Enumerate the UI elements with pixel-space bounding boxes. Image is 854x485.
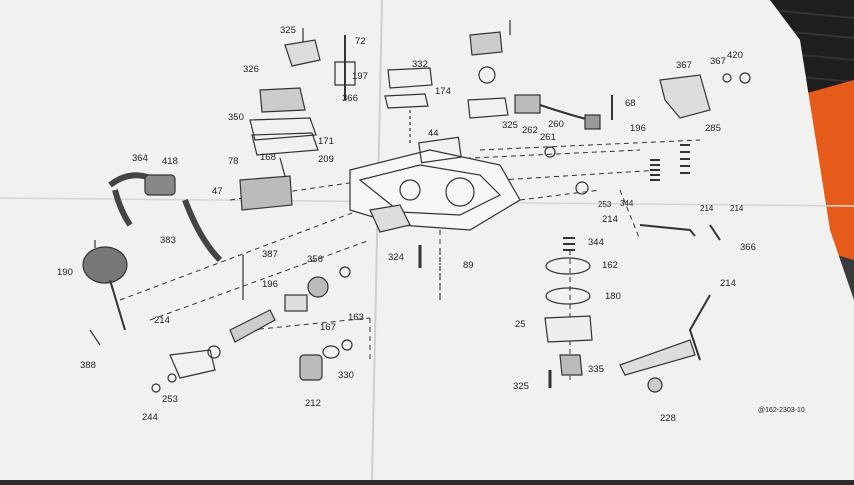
label-260: 260	[548, 119, 564, 130]
label-171: 171	[318, 136, 334, 147]
label-167: 167	[320, 322, 336, 333]
label-418: 418	[162, 156, 178, 167]
label-180: 180	[605, 291, 621, 302]
label-47: 47	[212, 186, 223, 197]
label-325a: 325	[280, 25, 296, 36]
label-214a: 214	[154, 315, 170, 326]
label-89: 89	[463, 260, 474, 271]
label-214b: 214	[602, 214, 618, 225]
label-214e: 214	[720, 278, 736, 289]
carburetor-body	[349, 136, 521, 233]
label-244: 244	[142, 412, 158, 423]
label-324: 324	[388, 252, 404, 263]
label-25: 25	[515, 319, 526, 330]
label-344b: 344	[588, 237, 604, 248]
vacuum-hoses	[108, 172, 223, 263]
throttle-sensor	[514, 94, 601, 158]
drawing-code: @162-2303-10	[758, 407, 805, 414]
needle-valve-parts	[151, 339, 353, 393]
fold-line-vertical	[371, 0, 383, 481]
label-350: 350	[228, 112, 244, 123]
top-cover-parts	[239, 28, 356, 211]
label-68: 68	[625, 98, 636, 109]
orange-cloth	[800, 80, 854, 260]
label-214d: 214	[730, 204, 744, 213]
top-gasket-parts	[384, 20, 511, 145]
label-197: 197	[352, 71, 368, 82]
label-168: 168	[260, 152, 276, 163]
label-196b: 196	[630, 123, 646, 134]
label-367a: 367	[676, 60, 692, 71]
label-330: 330	[338, 370, 354, 381]
label-383: 383	[160, 235, 176, 246]
label-261: 261	[540, 132, 556, 143]
label-344a: 344	[620, 199, 634, 208]
label-364: 364	[132, 153, 148, 164]
label-285: 285	[705, 123, 721, 134]
label-253a: 253	[162, 394, 178, 405]
label-174: 174	[435, 86, 451, 97]
label-72: 72	[355, 36, 366, 47]
label-162: 162	[602, 260, 618, 271]
label-356: 356	[307, 254, 323, 265]
right-bracket-springs	[575, 72, 751, 241]
label-366b: 366	[740, 242, 756, 253]
label-228: 228	[660, 413, 676, 424]
label-388: 388	[80, 360, 96, 371]
label-387: 387	[262, 249, 278, 260]
label-44: 44	[428, 128, 439, 139]
label-209: 209	[318, 154, 334, 165]
gasket-stack	[418, 237, 593, 388]
label-325c: 325	[513, 381, 529, 392]
part-labels: 325 72 326 197 366 350 171 168 78 209 47…	[57, 25, 805, 424]
label-326: 326	[243, 64, 259, 75]
label-335: 335	[588, 364, 604, 375]
label-367b: 367	[710, 56, 726, 67]
label-196a: 196	[262, 279, 278, 290]
label-253b: 253	[598, 200, 612, 209]
choke-linkage	[169, 255, 351, 379]
label-366a: 366	[342, 93, 358, 104]
label-78: 78	[228, 156, 239, 167]
throttle-linkage	[619, 294, 711, 393]
label-163: 163	[348, 312, 364, 323]
vacuum-diaphragm	[82, 240, 128, 346]
label-325b: 325	[502, 120, 518, 131]
label-190: 190	[57, 267, 73, 278]
dashed-leader-lines	[119, 139, 701, 380]
label-332: 332	[412, 59, 428, 70]
label-214c: 214	[700, 204, 714, 213]
label-420: 420	[727, 50, 743, 61]
label-212: 212	[305, 398, 321, 409]
label-262: 262	[522, 125, 538, 136]
